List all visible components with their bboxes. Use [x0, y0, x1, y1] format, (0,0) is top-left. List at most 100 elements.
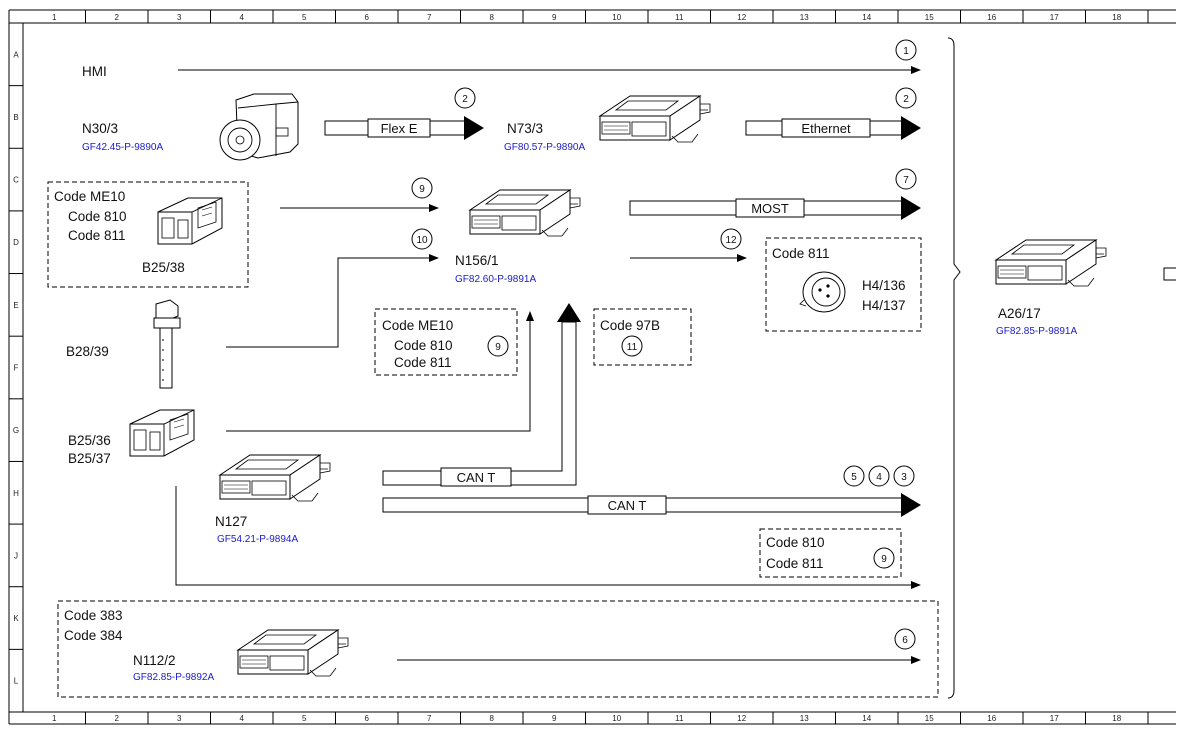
column-label-bottom: 7: [427, 714, 432, 723]
drawing-frame: [8, 9, 1176, 725]
n30-3-reference-link[interactable]: GF42.45-P-9890A: [82, 142, 163, 153]
row-label: L: [14, 677, 19, 686]
n30-3-unit-icon: [219, 93, 299, 161]
n156-1-reference-link[interactable]: GF82.60-P-9891A: [455, 274, 536, 285]
b28-39-label: B28/39: [66, 344, 109, 359]
row-label: F: [14, 364, 19, 373]
n73-3-reference-link[interactable]: GF80.57-P-9890A: [504, 142, 585, 153]
column-label-bottom: 11: [675, 714, 684, 723]
n127-control-unit-icon: [219, 454, 331, 502]
b25-36-37-switch-icon: [129, 409, 195, 457]
callout-9-top: 9: [411, 177, 433, 199]
n156-1-control-unit-icon: [469, 189, 581, 237]
column-label-bottom: 18: [1112, 714, 1121, 723]
b25-36-37-signal-line: [226, 311, 534, 432]
svg-text:10: 10: [416, 235, 428, 246]
ethernet-bus: Ethernet: [745, 116, 921, 140]
code-box-810-811-line-2: Code 811: [766, 556, 824, 571]
column-label-top: 4: [240, 13, 245, 22]
column-label-bottom: 4: [240, 714, 245, 723]
callout-11: 11: [621, 335, 643, 357]
can-t-label-2: CAN T: [608, 498, 647, 513]
a26-17-label: A26/17: [998, 306, 1041, 321]
callout-1: 1: [895, 39, 917, 61]
callout-4: 4: [868, 465, 890, 487]
group-bracket: [947, 37, 961, 699]
b25-38-label: B25/38: [142, 260, 185, 275]
n127-label: N127: [215, 514, 247, 529]
code-box-810-811: [759, 528, 902, 578]
column-label-top: 16: [987, 13, 996, 22]
h4-speaker-icon: [799, 271, 846, 313]
b25-38-switch-icon: [157, 197, 223, 245]
row-label: H: [13, 489, 19, 498]
code-box-left-line-2: Code 810: [68, 209, 127, 224]
callout-2-ethernet: 2: [895, 87, 917, 109]
column-label-top: 5: [302, 13, 307, 22]
n156-1-label: N156/1: [455, 253, 499, 268]
n127-reference-link[interactable]: GF54.21-P-9894A: [217, 534, 298, 545]
code-box-97b-line-1: Code 97B: [600, 318, 660, 333]
row-label: G: [13, 426, 19, 435]
column-label-bottom: 12: [737, 714, 746, 723]
svg-text:5: 5: [851, 472, 857, 483]
column-label-bottom: 9: [552, 714, 557, 723]
code-box-mid-line-3: Code 811: [394, 355, 452, 370]
svg-text:9: 9: [881, 554, 887, 565]
n73-3-label: N73/3: [507, 121, 543, 136]
n73-3-control-unit-icon: [599, 95, 711, 143]
callout-6: 6: [894, 628, 916, 650]
column-label-bottom: 13: [800, 714, 809, 723]
row-label: E: [13, 301, 18, 310]
column-label-bottom: 10: [612, 714, 621, 723]
column-label-top: 2: [115, 13, 120, 22]
column-label-bottom: 14: [862, 714, 871, 723]
code-box-bottom-line-2: Code 384: [64, 628, 123, 643]
column-label-top: 12: [737, 13, 746, 22]
hmi-label: HMI: [82, 64, 107, 79]
svg-text:12: 12: [725, 235, 737, 246]
b25-36-37-direct-line: [175, 486, 921, 589]
code-box-me10-810-811: [47, 181, 249, 288]
svg-text:2: 2: [903, 94, 909, 105]
column-ruler: 1122334455667788991010111112121313141415…: [52, 10, 1149, 724]
svg-text:7: 7: [903, 175, 909, 186]
b28-39-signal-line: [226, 254, 439, 348]
h4-137-label: H4/137: [862, 298, 906, 313]
row-label: C: [13, 176, 19, 185]
column-label-bottom: 2: [115, 714, 120, 723]
code-box-mid-line-1: Code ME10: [382, 318, 453, 333]
svg-text:2: 2: [462, 94, 468, 105]
n30-3-label: N30/3: [82, 121, 118, 136]
code-box-bottom-line-1: Code 383: [64, 608, 123, 623]
row-label: J: [14, 551, 18, 560]
column-label-top: 17: [1050, 13, 1059, 22]
svg-text:9: 9: [419, 184, 425, 195]
code-box-811-speakers: [765, 237, 922, 332]
column-label-top: 13: [800, 13, 809, 22]
column-label-bottom: 6: [365, 714, 370, 723]
column-label-top: 10: [612, 13, 621, 22]
most-label: MOST: [751, 201, 789, 216]
callout-9-bottom: 9: [873, 547, 895, 569]
column-label-top: 1: [52, 13, 57, 22]
svg-text:4: 4: [876, 472, 882, 483]
column-label-top: 7: [427, 13, 432, 22]
code-box-811-line-1: Code 811: [772, 246, 830, 261]
flex-e-label: Flex E: [381, 121, 418, 136]
column-label-top: 9: [552, 13, 557, 22]
column-label-top: 11: [675, 13, 684, 22]
svg-text:9: 9: [495, 342, 501, 353]
code-box-97b: [593, 308, 692, 366]
a26-17-control-unit-icon: [995, 239, 1107, 287]
column-label-bottom: 3: [177, 714, 182, 723]
a26-17-reference-link[interactable]: GF82.85-P-9891A: [996, 326, 1077, 337]
column-label-bottom: 5: [302, 714, 307, 723]
column-label-bottom: 16: [987, 714, 996, 723]
column-label-bottom: 1: [52, 714, 57, 723]
can-t-label-1: CAN T: [457, 470, 496, 485]
svg-text:6: 6: [902, 635, 908, 646]
n112-2-reference-link[interactable]: GF82.85-P-9892A: [133, 672, 214, 683]
callout-10: 10: [411, 228, 433, 250]
edge-connector-icon: [1163, 267, 1176, 281]
